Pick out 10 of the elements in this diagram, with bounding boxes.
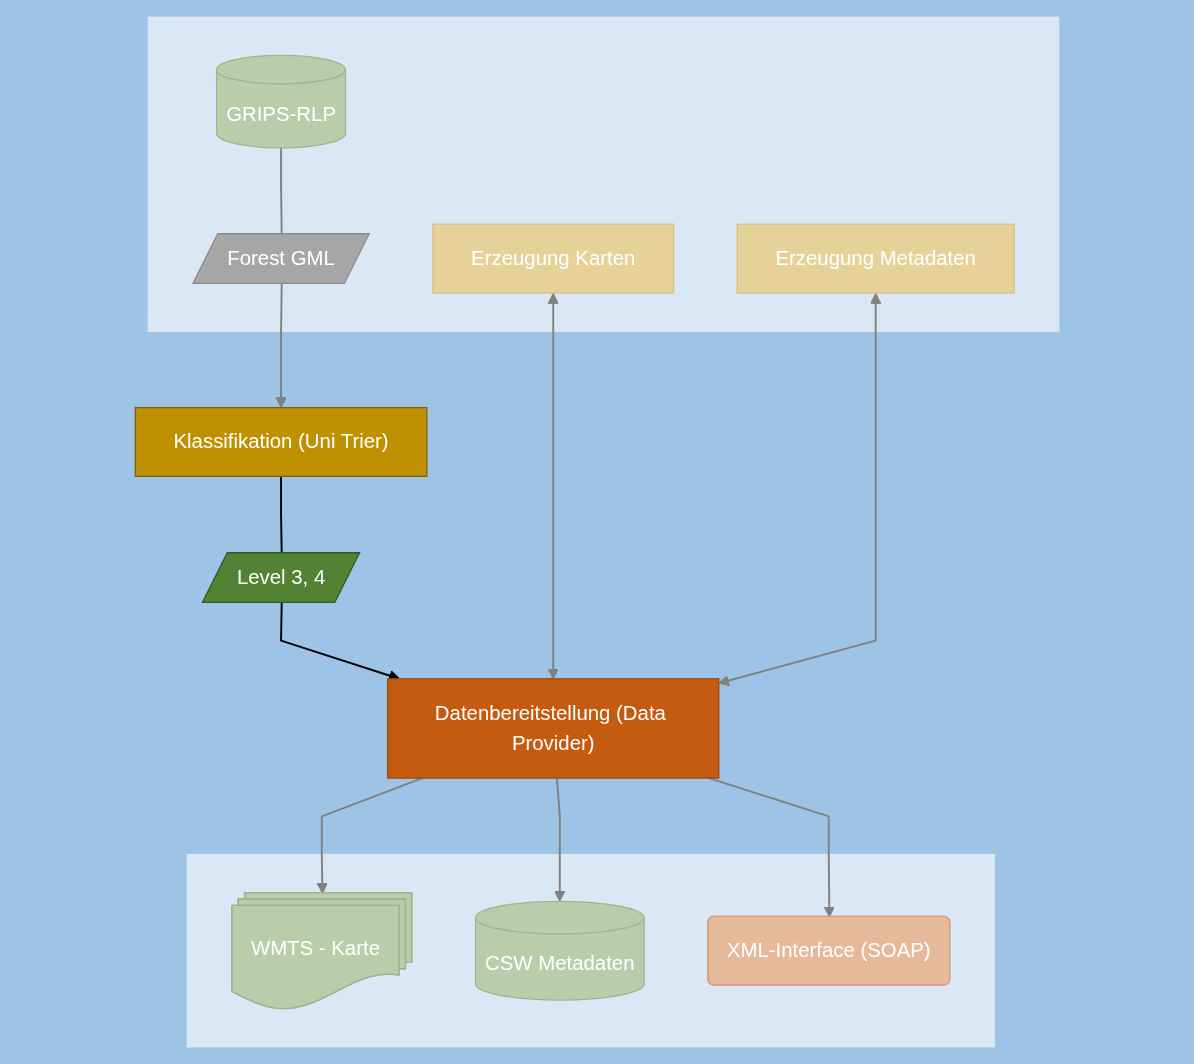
arrow xyxy=(718,292,882,687)
cluster xyxy=(186,853,995,1048)
node-box: Erzeugung Karten xyxy=(432,223,675,294)
cluster xyxy=(147,16,1060,332)
arrow xyxy=(275,283,287,409)
arrow xyxy=(547,292,559,680)
node-box: Erzeugung Metadaten xyxy=(736,223,1015,294)
arrow xyxy=(554,777,566,902)
node-box: Klassifikation (Uni Trier) xyxy=(134,406,428,477)
node-box: Datenbereitstellung (Data Provider) xyxy=(387,678,720,779)
